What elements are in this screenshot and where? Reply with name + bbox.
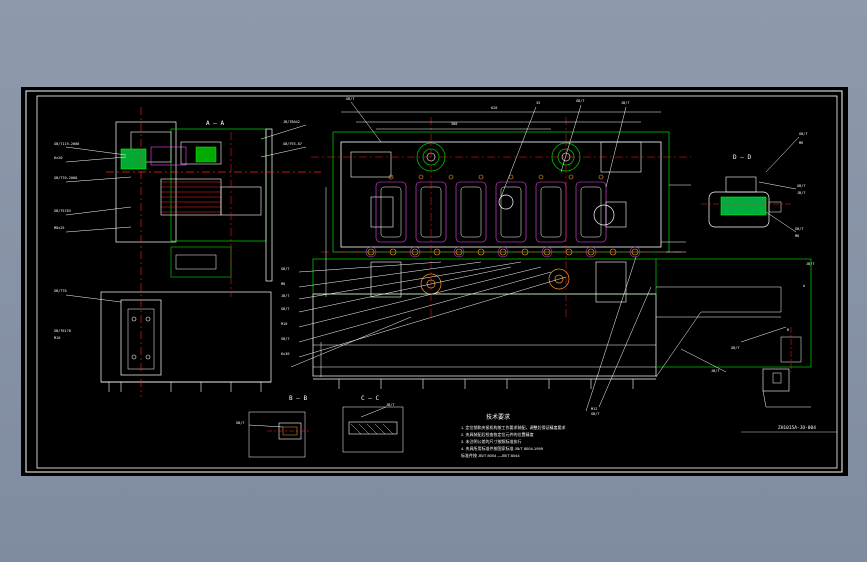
svg-text:GB/T5783: GB/T5783 [54, 209, 71, 213]
notes-title: 技术要求 [486, 413, 510, 421]
svg-text:M10: M10 [54, 336, 60, 340]
svg-text:M10: M10 [281, 322, 287, 326]
section-label-b: B — B [289, 395, 307, 402]
cad-drawing: A — A [25, 90, 843, 473]
svg-text:JB/T8042: JB/T8042 [283, 120, 300, 124]
svg-text:M8x25: M8x25 [54, 226, 65, 230]
svg-text:M8: M8 [795, 234, 799, 238]
svg-text:GB/T: GB/T [731, 346, 740, 350]
svg-text:6x20: 6x20 [54, 156, 62, 160]
svg-text:GB/T: GB/T [795, 227, 804, 231]
note-line-5: 标准件按 JB/T 8004 —JB/T 8044 [461, 452, 520, 458]
left-view: A — A [54, 107, 321, 397]
svg-text:GB/T70: GB/T70 [54, 289, 67, 293]
svg-text:35: 35 [536, 101, 540, 105]
svg-text:GB/T93-87: GB/T93-87 [283, 142, 302, 146]
note-line-1: 1. 定位销和夹紧机构按工作要求装配，调整后保证精度要求 [461, 424, 565, 430]
svg-text:B: B [787, 328, 789, 332]
svg-text:JB/T: JB/T [797, 191, 806, 195]
svg-text:JB/T: JB/T [711, 369, 720, 373]
svg-text:GB/T: GB/T [281, 337, 290, 341]
svg-text:GB/T: GB/T [281, 307, 290, 311]
note-line-2: 2. 夹具装配后检查各定位元件的位置精度 [461, 431, 533, 437]
svg-text:M6: M6 [799, 141, 803, 145]
bottom-sections: B — B GB/T C — C JB/T [236, 395, 404, 458]
note-line-3: 3. 未注明公差的尺寸按照标准执行 [461, 438, 521, 444]
svg-text:JB/T: JB/T [621, 101, 630, 105]
note-line-4: 4. 夹具所用标准件按国家标准 JB/T 8004-1999 [461, 445, 544, 451]
svg-text:GB/T: GB/T [281, 267, 290, 271]
svg-text:GB/T119-2000: GB/T119-2000 [54, 142, 79, 146]
inner-frame [36, 95, 838, 469]
svg-text:GB/T: GB/T [576, 99, 585, 103]
svg-text:GB/T: GB/T [346, 97, 355, 101]
svg-text:620: 620 [491, 106, 497, 110]
svg-text:GB/T: GB/T [797, 184, 806, 188]
svg-text:A: A [803, 284, 806, 288]
title-block-code: ZH1015A-JO-004 [778, 425, 816, 431]
svg-text:M8: M8 [281, 282, 285, 286]
svg-text:6x30: 6x30 [281, 352, 289, 356]
section-label-a: A — A [206, 120, 224, 127]
svg-text:GB/T: GB/T [236, 421, 245, 425]
section-label-c: C — C [361, 395, 379, 402]
svg-text:M12: M12 [591, 407, 597, 411]
outer-frame [25, 90, 843, 473]
section-label-d: D — D [733, 154, 751, 161]
right-view: D — D GB/T M6 GB/T JB/T GB/T M8 [655, 132, 815, 408]
technical-notes: 技术要求 1. 定位销和夹紧机构按工作要求装配，调整后保证精度要求 2. 夹具装… [461, 413, 565, 458]
svg-text:380: 380 [451, 122, 457, 126]
drawing-sheet[interactable]: A — A [21, 87, 848, 476]
svg-text:JB/T: JB/T [281, 294, 290, 298]
svg-text:JB/T: JB/T [386, 403, 395, 407]
svg-text:JB/T: JB/T [806, 262, 815, 266]
svg-text:GB/T6170: GB/T6170 [54, 329, 71, 333]
svg-text:GB/T70-2000: GB/T70-2000 [54, 176, 77, 180]
svg-text:GB/T: GB/T [591, 412, 600, 416]
svg-text:GB/T: GB/T [799, 132, 808, 136]
